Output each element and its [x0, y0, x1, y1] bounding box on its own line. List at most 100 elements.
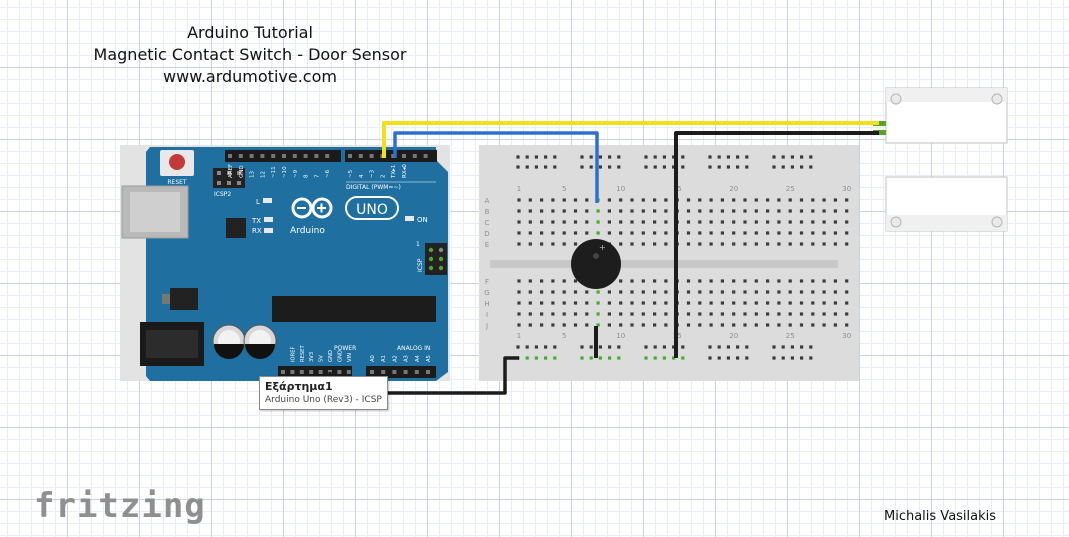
breadboard-hole[interactable] — [528, 220, 532, 224]
header-pin-hole[interactable] — [309, 370, 314, 374]
breadboard-hole[interactable] — [811, 242, 815, 246]
breadboard-hole[interactable] — [585, 209, 589, 213]
breadboard-hole[interactable] — [799, 198, 804, 202]
breadboard-hole[interactable] — [777, 312, 781, 316]
breadboard-hole[interactable] — [653, 165, 657, 169]
breadboard-hole[interactable] — [589, 356, 593, 360]
breadboard-hole[interactable] — [822, 323, 826, 327]
breadboard-hole[interactable] — [743, 209, 747, 213]
breadboard-hole[interactable] — [800, 356, 804, 360]
breadboard-hole[interactable] — [799, 312, 804, 316]
breadboard-hole[interactable] — [528, 312, 532, 316]
breadboard-hole[interactable] — [664, 323, 668, 327]
breadboard-hole[interactable] — [641, 209, 645, 213]
breadboard-hole[interactable] — [596, 220, 600, 224]
breadboard-hole[interactable] — [732, 312, 736, 316]
header-pin-hole[interactable] — [381, 370, 386, 374]
breadboard-hole[interactable] — [720, 279, 724, 283]
breadboard-hole[interactable] — [726, 356, 730, 360]
breadboard-hole[interactable] — [720, 312, 724, 316]
breadboard-hole[interactable] — [681, 356, 685, 360]
breadboard-hole[interactable] — [720, 242, 724, 246]
header-pin-hole[interactable] — [412, 154, 417, 158]
breadboard-hole[interactable] — [589, 155, 593, 159]
breadboard-hole[interactable] — [573, 279, 578, 283]
breadboard-hole[interactable] — [698, 290, 702, 294]
breadboard-hole[interactable] — [822, 231, 826, 235]
breadboard-hole[interactable] — [653, 198, 657, 202]
breadboard-hole[interactable] — [799, 301, 804, 305]
breadboard-hole[interactable] — [799, 220, 804, 224]
breadboard-hole[interactable] — [743, 301, 747, 305]
breadboard-hole[interactable] — [698, 209, 702, 213]
breadboard-hole[interactable] — [822, 301, 826, 305]
breadboard-hole[interactable] — [800, 345, 804, 349]
breadboard-hole[interactable] — [822, 279, 826, 283]
breadboard-hole[interactable] — [664, 220, 668, 224]
breadboard-hole[interactable] — [745, 345, 749, 349]
breadboard-hole[interactable] — [790, 345, 794, 349]
breadboard-hole[interactable] — [672, 165, 676, 169]
breadboard-hole[interactable] — [528, 231, 532, 235]
breadboard-hole[interactable] — [743, 279, 747, 283]
breadboard-hole[interactable] — [664, 279, 668, 283]
breadboard-hole[interactable] — [653, 345, 657, 349]
breadboard-hole[interactable] — [585, 323, 589, 327]
header-pin-hole[interactable] — [318, 370, 323, 374]
breadboard-hole[interactable] — [589, 345, 593, 349]
breadboard-hole[interactable] — [845, 323, 849, 327]
breadboard-hole[interactable] — [732, 209, 736, 213]
breadboard-hole[interactable] — [664, 209, 668, 213]
breadboard-hole[interactable] — [772, 155, 776, 159]
breadboard-hole[interactable] — [811, 323, 815, 327]
breadboard-hole[interactable] — [596, 323, 600, 327]
breadboard-hole[interactable] — [720, 220, 724, 224]
breadboard-hole[interactable] — [607, 312, 611, 316]
breadboard-hole[interactable] — [833, 323, 837, 327]
breadboard-hole[interactable] — [766, 290, 770, 294]
breadboard-hole[interactable] — [544, 345, 548, 349]
breadboard-hole[interactable] — [528, 242, 532, 246]
breadboard-hole[interactable] — [745, 165, 749, 169]
breadboard-hole[interactable] — [540, 242, 544, 246]
breadboard-hole[interactable] — [517, 279, 521, 283]
header-pin-hole[interactable] — [292, 154, 297, 158]
breadboard-hole[interactable] — [732, 231, 736, 235]
breadboard-hole[interactable] — [732, 323, 736, 327]
breadboard-hole[interactable] — [573, 312, 578, 316]
header-pin-hole[interactable] — [249, 154, 254, 158]
breadboard-hole[interactable] — [709, 242, 713, 246]
breadboard-hole[interactable] — [772, 345, 776, 349]
breadboard-hole[interactable] — [686, 301, 691, 305]
breadboard-hole[interactable] — [551, 220, 555, 224]
breadboard-hole[interactable] — [766, 312, 770, 316]
breadboard-hole[interactable] — [736, 356, 740, 360]
breadboard-hole[interactable] — [544, 165, 548, 169]
breadboard-hole[interactable] — [777, 290, 781, 294]
breadboard-hole[interactable] — [833, 279, 837, 283]
breadboard-hole[interactable] — [686, 231, 691, 235]
breadboard-hole[interactable] — [573, 231, 578, 235]
breadboard-hole[interactable] — [551, 242, 555, 246]
breadboard-hole[interactable] — [720, 290, 724, 294]
breadboard-hole[interactable] — [653, 209, 657, 213]
breadboard-hole[interactable] — [662, 155, 666, 159]
breadboard-hole[interactable] — [630, 198, 634, 202]
breadboard-hole[interactable] — [811, 290, 815, 294]
breadboard-hole[interactable] — [664, 312, 668, 316]
breadboard-hole[interactable] — [598, 155, 602, 159]
breadboard-hole[interactable] — [822, 198, 826, 202]
breadboard-hole[interactable] — [551, 198, 555, 202]
breadboard-hole[interactable] — [573, 290, 578, 294]
breadboard-hole[interactable] — [517, 209, 521, 213]
breadboard-hole[interactable] — [845, 209, 849, 213]
breadboard-hole[interactable] — [781, 165, 785, 169]
breadboard-hole[interactable] — [726, 345, 730, 349]
breadboard-hole[interactable] — [788, 301, 792, 305]
breadboard-hole[interactable] — [585, 198, 589, 202]
breadboard-hole[interactable] — [580, 155, 584, 159]
breadboard-hole[interactable] — [845, 231, 849, 235]
header-pin-hole[interactable] — [426, 370, 430, 374]
breadboard-hole[interactable] — [641, 242, 645, 246]
breadboard-hole[interactable] — [607, 198, 611, 202]
